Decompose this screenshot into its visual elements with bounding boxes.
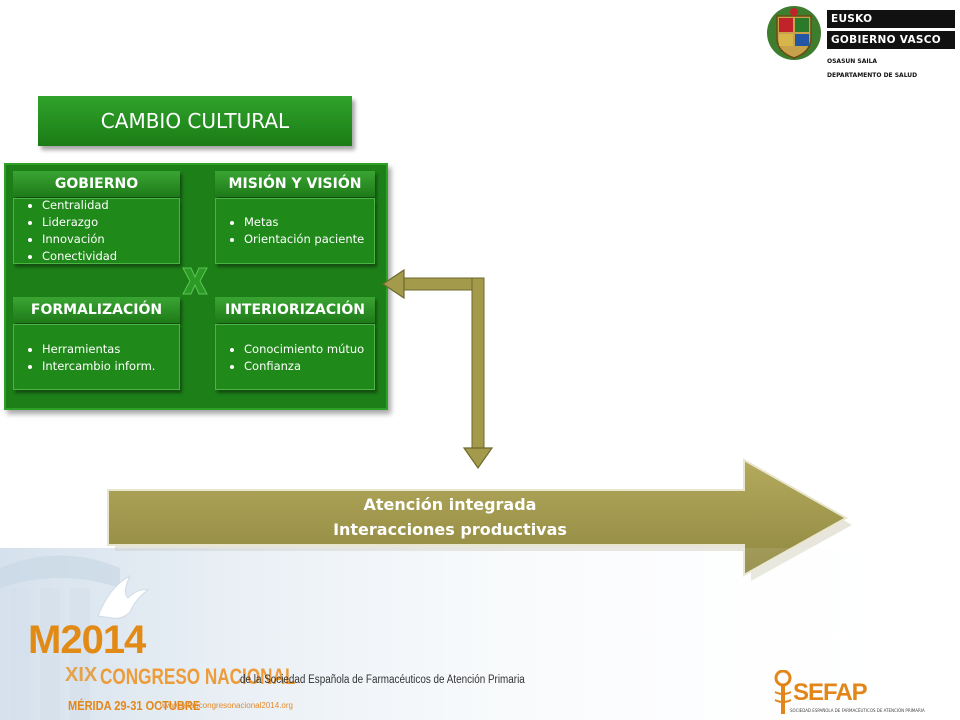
- quadrant-heading: INTERIORIZACIÓN: [215, 297, 375, 323]
- congress-subtitle: de la Sociedad Española de Farmacéuticos…: [240, 674, 525, 686]
- footer-decoration: [0, 548, 960, 720]
- congress-url: www.sefapcongresonacional2014.org: [160, 701, 293, 710]
- list-item: Intercambio inform.: [42, 358, 179, 375]
- basque-government-logo: EUSKO JAURLARITZA GOBIERNO VASCO OSASUN …: [765, 4, 955, 86]
- congress-roman-number: XIX: [65, 664, 98, 686]
- quadrant-heading: GOBIERNO: [13, 171, 180, 197]
- org-name-line1: EUSKO JAURLARITZA: [827, 10, 955, 43]
- list-item: Innovación: [42, 231, 179, 248]
- feedback-connector: [381, 268, 494, 470]
- congress-year-logo: M2014: [28, 618, 146, 662]
- list-item: Confianza: [244, 358, 374, 375]
- list-item: Herramientas: [42, 341, 179, 358]
- outcome-line1: Atención integrada: [363, 495, 537, 514]
- coat-of-arms-icon: [767, 6, 821, 60]
- quadrant-body: Metas Orientación paciente: [215, 198, 375, 264]
- outcome-arrow: [107, 458, 852, 581]
- list-item: Orientación paciente: [244, 231, 374, 248]
- list-item: Conocimiento mútuo: [244, 341, 374, 358]
- interaction-cross-icon: [182, 267, 208, 295]
- list-item: Conectividad: [42, 248, 179, 265]
- list-item: Metas: [244, 214, 374, 231]
- quadrant-heading: FORMALIZACIÓN: [13, 297, 180, 323]
- sefap-caduceus-icon: [774, 670, 792, 714]
- org-name-line2: GOBIERNO VASCO: [827, 31, 955, 49]
- quadrant-body: Conocimiento mútuo Confianza: [215, 324, 375, 390]
- quadrant-body: Centralidad Liderazgo Innovación Conecti…: [13, 198, 180, 264]
- sefap-logo: SEFAP: [793, 679, 868, 706]
- quadrant-heading: MISIÓN Y VISIÓN: [215, 171, 375, 197]
- dept-line2: DEPARTAMENTO DE SALUD: [827, 72, 918, 79]
- dept-line1: OSASUN SAILA: [827, 58, 878, 65]
- congress-title: CONGRESO NACIONAL: [100, 664, 296, 689]
- outcome-text: Atención integrada Interacciones product…: [150, 492, 750, 542]
- outcome-line2: Interacciones productivas: [333, 520, 567, 539]
- list-item: Liderazgo: [42, 214, 179, 231]
- sefap-subtitle: SOCIEDAD ESPAÑOLA DE FARMACÉUTICOS DE AT…: [790, 708, 925, 713]
- list-item: Centralidad: [42, 197, 179, 214]
- congress-dates: MÉRIDA 29-31 OCTUBRE: [68, 698, 201, 713]
- title-box: CAMBIO CULTURAL: [38, 96, 352, 146]
- quadrant-body: Herramientas Intercambio inform.: [13, 324, 180, 390]
